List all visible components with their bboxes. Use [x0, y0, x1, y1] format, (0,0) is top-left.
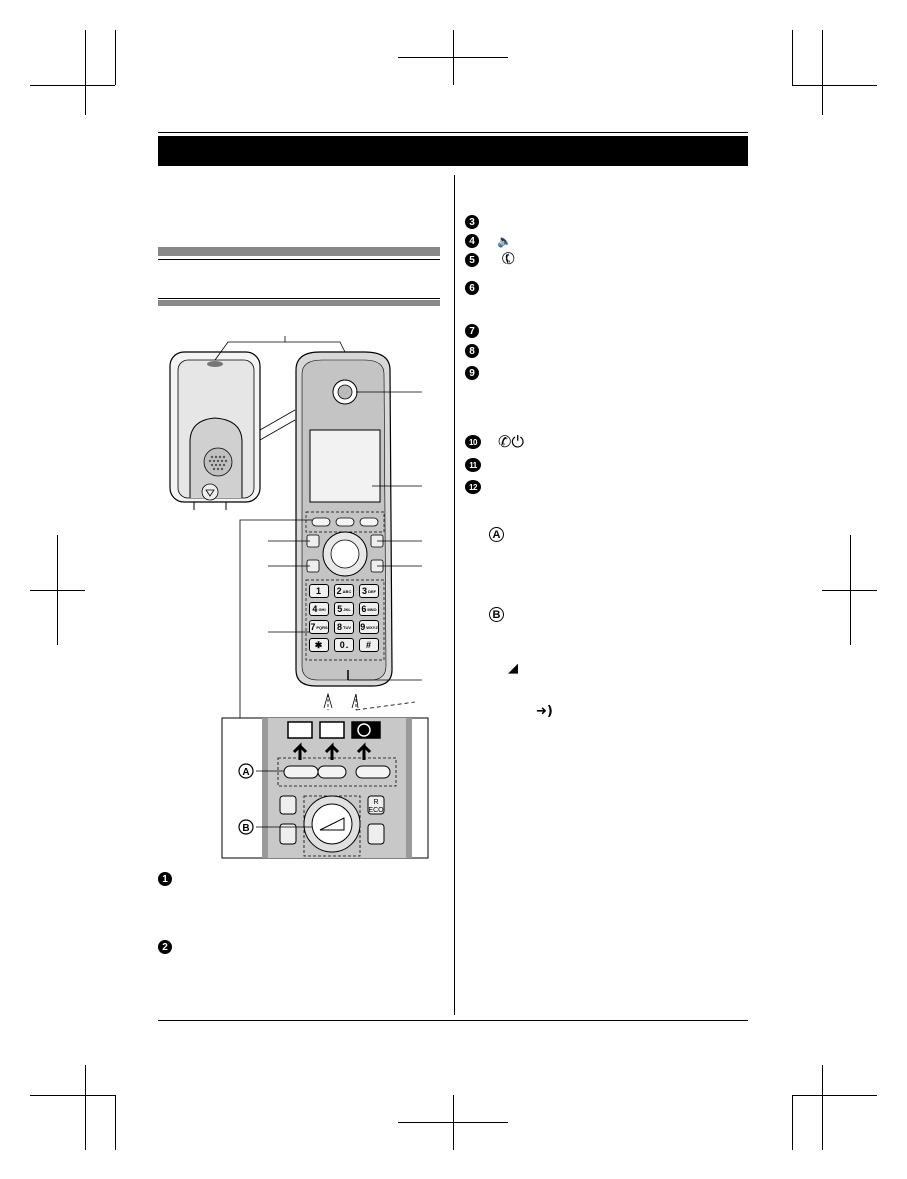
handset-front-view	[295, 351, 416, 711]
callout-b-label: B	[242, 823, 249, 834]
keypad-key-main: 0	[339, 640, 345, 650]
callout-b: B	[489, 607, 504, 622]
crop-mark	[792, 85, 877, 86]
talk-icon	[279, 823, 297, 845]
crop-mark	[85, 30, 86, 115]
crop-mark	[30, 590, 85, 591]
handset-figure: R ECO A B	[169, 336, 429, 859]
volume-icon: ◢	[508, 661, 518, 676]
speaker-icon	[279, 795, 297, 815]
section-rule	[158, 298, 440, 299]
section-bar	[158, 300, 440, 306]
crop-mark	[792, 30, 793, 85]
keypad-key-main: 5	[337, 604, 343, 614]
keypad-key: ✱	[309, 638, 329, 652]
column-divider	[454, 175, 455, 1015]
keypad-key-sub: TUV	[343, 624, 351, 630]
keypad-key-sub: ␣	[345, 642, 349, 648]
menu-icon	[319, 721, 345, 739]
handset-back-view	[169, 351, 261, 510]
bullet-11: 11	[465, 458, 481, 472]
crop-mark	[822, 1065, 823, 1150]
keypad-key-main: 1	[315, 586, 321, 596]
keypad-key-main: 2	[336, 586, 342, 596]
keypad-key: #	[359, 638, 379, 652]
section-rule	[158, 259, 440, 260]
eco-key-label: ECO	[368, 807, 384, 814]
off-power-icon: ✆⏻	[498, 432, 525, 451]
bullet-9: 9	[465, 366, 479, 380]
keypad-key-main: #	[365, 640, 371, 650]
keypad-key-main: 4	[312, 604, 318, 614]
bullet-1: 1	[158, 872, 172, 886]
crop-mark	[115, 30, 116, 85]
section-bar	[158, 247, 440, 256]
crop-mark	[792, 1095, 793, 1150]
bullet-3: 3	[465, 215, 479, 229]
keypad-key-main: 7	[310, 622, 316, 632]
keypad-key-main: 3	[361, 586, 367, 596]
keypad-key-sub: ABC	[342, 588, 352, 594]
bullet-6: 6	[465, 281, 479, 295]
bullet-4: 4	[465, 234, 479, 248]
crop-mark	[792, 1095, 877, 1096]
phonebook-icon	[287, 721, 313, 739]
talk-icon: ✆	[497, 246, 520, 271]
header-rule	[158, 132, 748, 133]
keypad-key: 1	[309, 584, 329, 598]
keypad-key-sub: WXYZ	[366, 624, 378, 630]
footer-rule	[158, 1020, 748, 1021]
crop-mark	[398, 1122, 508, 1123]
crop-mark	[822, 590, 877, 591]
keypad-key-main: ✱	[314, 639, 323, 650]
crop-mark	[822, 30, 823, 115]
bullet-12: 12	[465, 480, 481, 494]
callout-a: A	[489, 527, 504, 542]
crop-mark	[115, 1095, 116, 1150]
keypad-key-main: 9	[360, 622, 366, 632]
volume-icon	[319, 817, 345, 831]
keypad-key-main: 8	[336, 622, 342, 632]
keypad-key-main: 6	[361, 604, 367, 614]
r-key-label: R	[373, 799, 378, 806]
bullet-10: 10	[465, 435, 481, 449]
keypad-key-sub: DEF	[368, 588, 376, 594]
keypad-key-sub: GHI	[318, 606, 326, 612]
chapter-header-bar	[158, 136, 748, 166]
crop-mark	[398, 57, 508, 58]
crop-mark	[30, 85, 115, 86]
keypad-key-sub: JKL	[343, 606, 351, 612]
keypad-key: 0␣	[334, 638, 354, 652]
bullet-8: 8	[465, 344, 479, 358]
bullet-2: 2	[158, 940, 172, 954]
speaker-grille	[208, 455, 228, 471]
crop-mark	[85, 1065, 86, 1150]
callout-a-label: A	[242, 767, 249, 778]
redial-icon: ➜)	[536, 704, 553, 719]
bullet-5: 5	[465, 253, 479, 267]
zoom-detail: R ECO	[221, 717, 429, 859]
off-power-icon	[367, 823, 385, 845]
bullet-7: 7	[465, 324, 479, 338]
keypad-key-sub: PQRS	[316, 624, 328, 630]
crop-mark	[30, 1095, 115, 1096]
speaker-icon: 🔈	[497, 234, 512, 248]
keypad-key-sub: MNO	[367, 606, 377, 612]
